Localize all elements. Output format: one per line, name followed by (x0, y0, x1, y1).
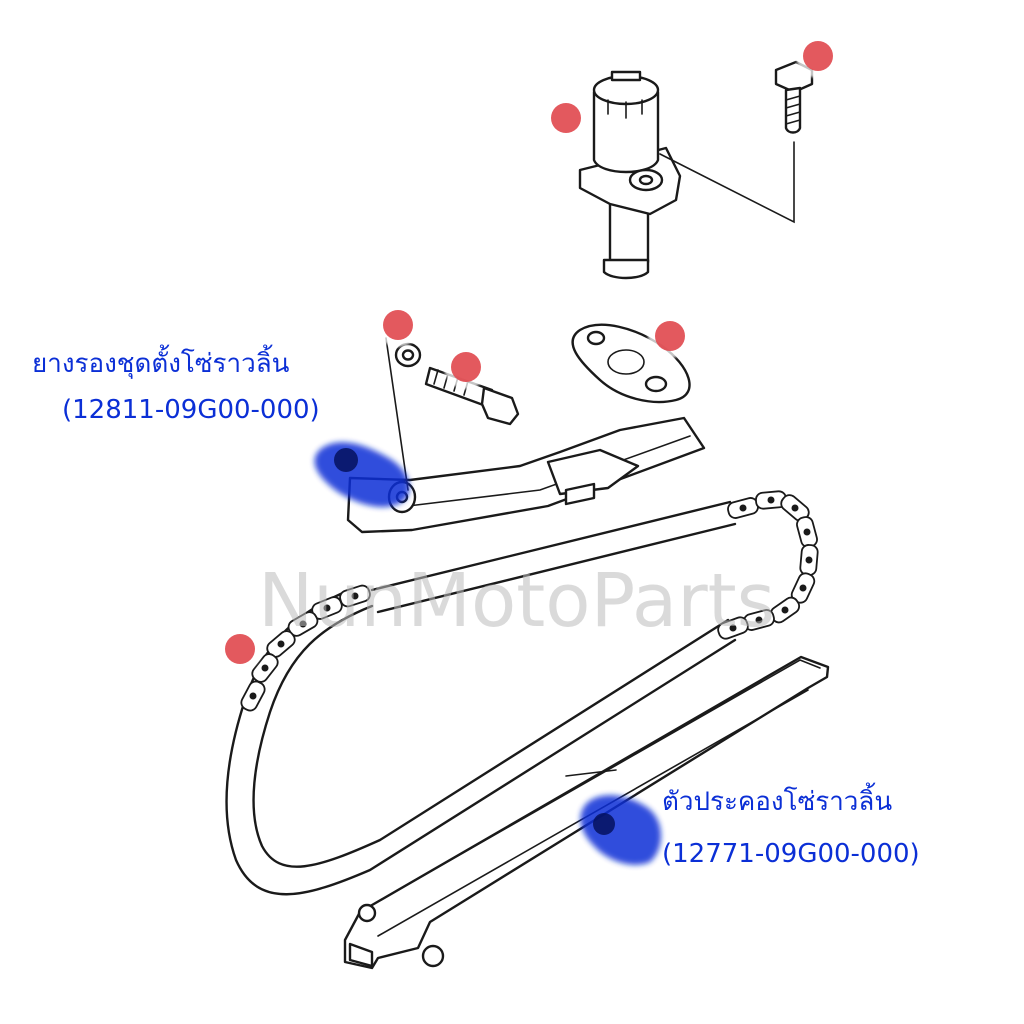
cam-chain-tensor-adjuster (578, 70, 682, 280)
washer (394, 342, 422, 368)
marker-dot-washer (376, 303, 420, 347)
callout-upper-name: ยางรองชุดตั้งโซ่ราวลิ้น (32, 344, 290, 379)
tensioner-pivot-bolt (424, 366, 520, 426)
watermark-text: NunMotoParts (258, 558, 775, 644)
leader-bolt-to-adjuster (659, 141, 795, 224)
callout-lower-part-number: (12771-09G00-000) (662, 839, 920, 869)
marker-dot-pivot-bolt (444, 345, 488, 389)
chain-links-left (240, 584, 371, 712)
marker-dot-adjuster (542, 94, 590, 142)
marker-dot-chain (218, 627, 262, 671)
leader-washer-to-arm (385, 337, 409, 491)
marker-dot-gasket (648, 314, 692, 358)
highlight-lower (580, 795, 661, 865)
marker-dot-bolt (796, 34, 840, 78)
callout-lower-name: ตัวประคองโซ่ราวลิ้น (662, 782, 892, 817)
marker-dots (218, 34, 840, 671)
highlight-upper (314, 442, 410, 507)
cam-chain (225, 490, 819, 896)
callout-upper-part-number: (12811-09G00-000) (62, 395, 320, 425)
chain-links-right (717, 490, 819, 640)
tensioner-gasket (571, 323, 691, 404)
